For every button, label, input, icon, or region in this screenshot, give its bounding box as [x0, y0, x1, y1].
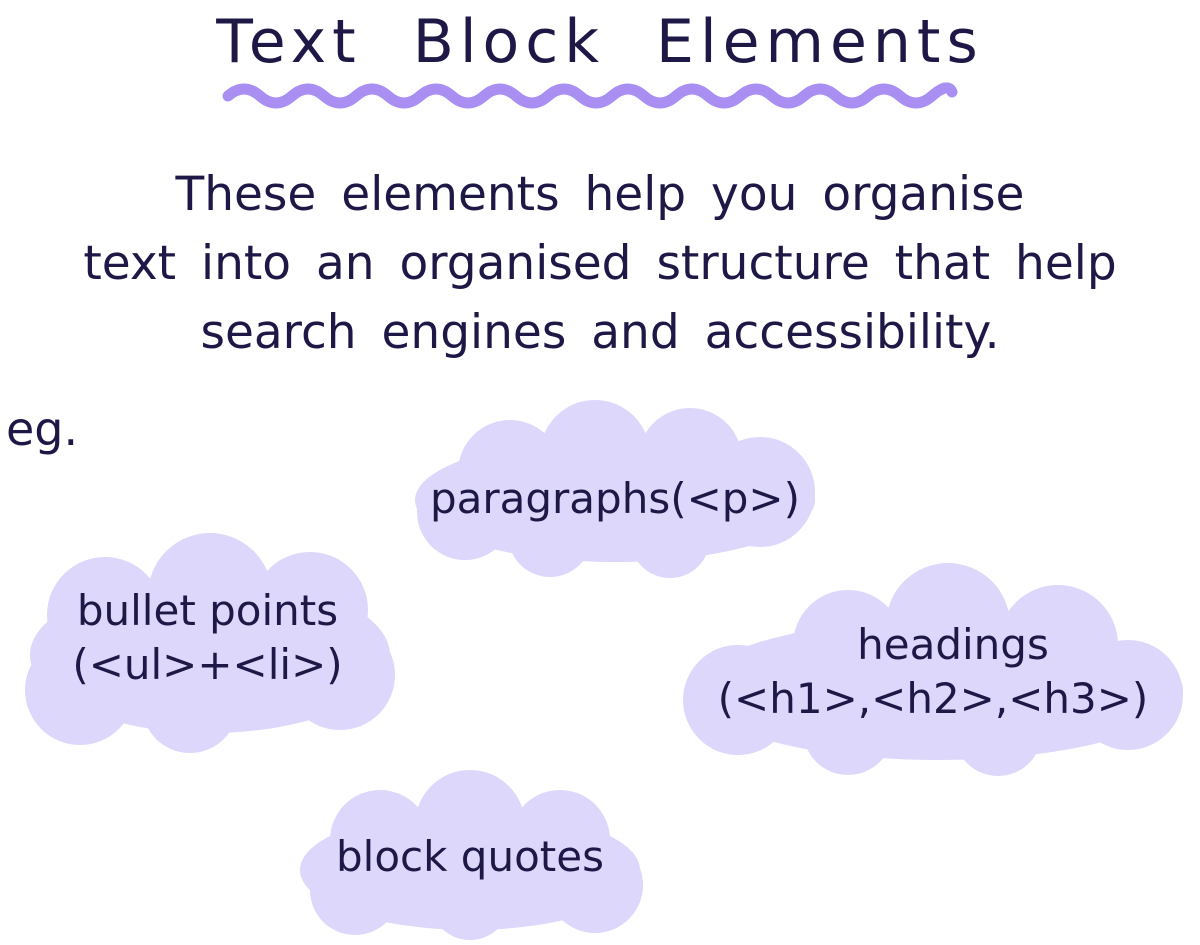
bullet-points-line-2: (<ul>+<li>) — [72, 640, 343, 689]
cloud-headings-label: headings (<h1>,<h2>,<h3>) — [668, 618, 1198, 726]
page-title: Text Block Elements — [216, 7, 984, 77]
cloud-paragraphs: paragraphs(<p>) — [390, 400, 840, 580]
cloud-shape — [415, 400, 815, 578]
wavy-underline — [222, 82, 958, 109]
cloud-paragraphs-label: paragraphs(<p>) — [429, 474, 801, 523]
intro-line-1: These elements help you organise — [175, 167, 1025, 222]
example-label: eg. — [6, 402, 79, 456]
cloud-shape — [300, 770, 643, 940]
headings-line-1: headings — [857, 620, 1049, 669]
cloud-block-quotes-label: block quotes — [336, 832, 604, 881]
cloud-bullet-points-label: bullet points (<ul>+<li>) — [10, 584, 405, 692]
intro-line-2: text into an organised structure that he… — [83, 236, 1117, 291]
intro-line-3: search engines and accessibility. — [200, 305, 1000, 360]
bullet-points-line-1: bullet points — [76, 586, 339, 635]
cloud-shape — [25, 533, 395, 753]
headings-line-2: (<h1>,<h2>,<h3>) — [717, 674, 1149, 723]
cloud-bullet-points: bullet points (<ul>+<li>) — [10, 530, 405, 755]
cloud-block-quotes: block quotes — [285, 770, 655, 942]
cloud-headings: headings (<h1>,<h2>,<h3>) — [668, 560, 1198, 780]
cloud-shape — [683, 563, 1183, 776]
intro-text: These elements help you organise text in… — [0, 160, 1200, 367]
